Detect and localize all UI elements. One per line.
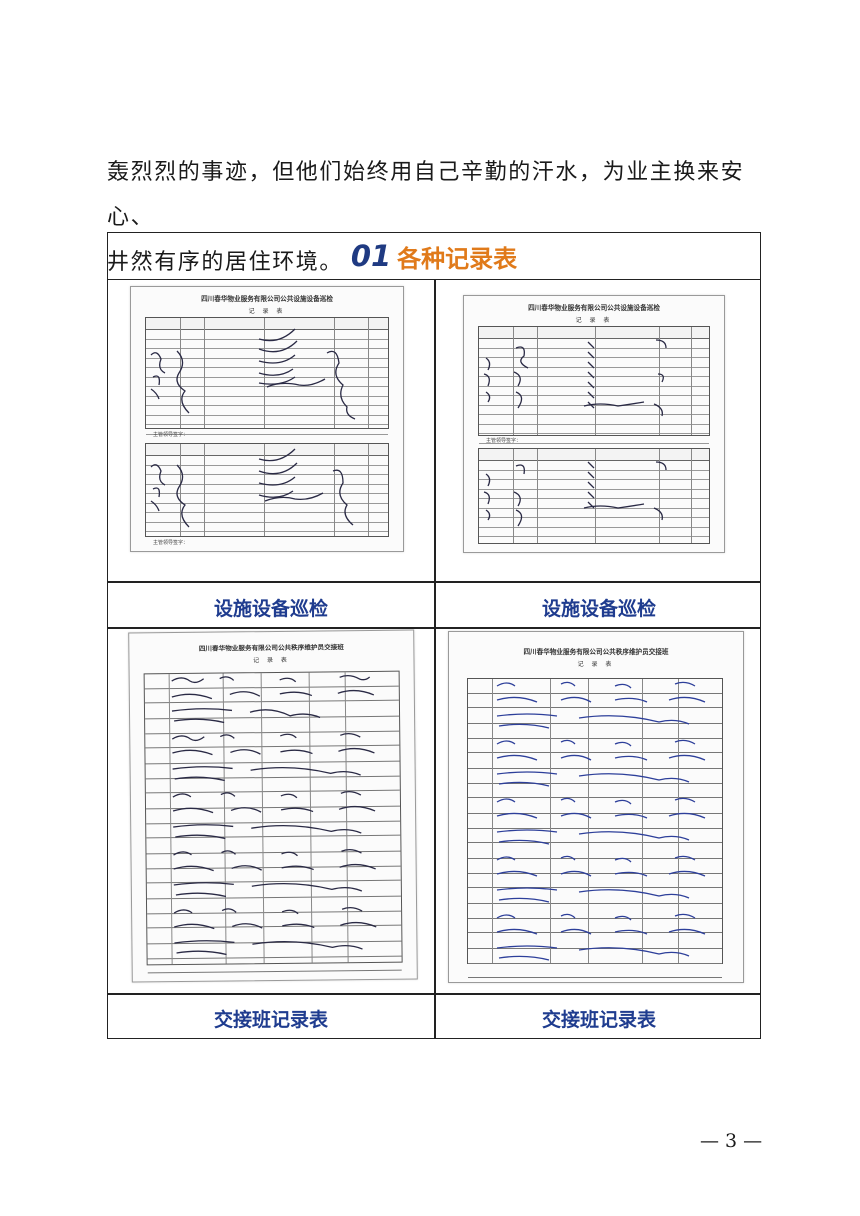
- page-number: — 3 —: [700, 1130, 763, 1152]
- doc-title: 四川春华物业服务有限公司公共设施设备巡检: [528, 304, 660, 312]
- row-divider: [108, 993, 760, 995]
- doc-title: 四川春华物业服务有限公司公共秩序维护员交接班: [523, 648, 669, 656]
- handwriting-marks: [171, 674, 377, 956]
- doc-title: 四川春华物业服务有限公司公共设施设备巡检: [201, 295, 333, 303]
- handwriting-marks: [496, 681, 706, 961]
- column-divider: [434, 279, 436, 1039]
- intro-line-2: 井然有序的居住环境。: [107, 250, 344, 275]
- handwriting-marks: [483, 339, 667, 527]
- form-table: [478, 448, 710, 544]
- form-table: [145, 317, 389, 435]
- form-table: [467, 678, 723, 978]
- handover-record-photo-2: 四川春华物业服务有限公司公共秩序维护员交接班 记 录 表: [448, 631, 744, 983]
- manager-signature-label: 主管领导签字：: [153, 540, 189, 546]
- doc-subtitle: 记 录 表: [248, 308, 286, 315]
- caption-inspection-2: 设施设备巡检: [541, 598, 656, 620]
- caption-handover-2: 交接班记录表: [541, 1009, 656, 1031]
- inspection-record-photo-2: 四川春华物业服务有限公司公共设施设备巡检 记 录 表 主管领导签字：: [463, 295, 725, 553]
- section-title: 各种记录表: [397, 244, 518, 273]
- handover-record-photo-1: 四川春华物业服务有限公司公共秩序维护员交接班 记 录 表: [128, 629, 418, 983]
- manager-signature-label: 主管领导签字：: [153, 432, 189, 438]
- doc-subtitle: 记 录 表: [577, 661, 615, 668]
- section-number: 01: [350, 239, 392, 273]
- records-table: 01 各种记录表 四川春华物业服务有限公司公共设施设备巡检 记 录 表 主管领导…: [107, 232, 761, 1039]
- handwriting-marks: [150, 328, 356, 528]
- inspection-record-photo-1: 四川春华物业服务有限公司公共设施设备巡检 记 录 表 主管领导签字： 主管领导签…: [130, 286, 404, 552]
- intro-line-1: 轰烈烈的事迹，但他们始终用自己辛勤的汗水，为业主换来安心、: [107, 160, 745, 230]
- manager-signature-label: 主管领导签字：: [486, 438, 522, 444]
- doc-subtitle: 记 录 表: [575, 317, 613, 324]
- caption-inspection-1: 设施设备巡检: [213, 598, 328, 620]
- caption-handover-1: 交接班记录表: [213, 1009, 328, 1031]
- row-divider: [108, 581, 760, 583]
- section-header: 01 各种记录表: [108, 233, 760, 280]
- row-divider: [108, 627, 760, 629]
- intro-paragraph: 轰烈烈的事迹，但他们始终用自己辛勤的汗水，为业主换来安心、 井然有序的居住环境。: [107, 150, 767, 285]
- form-table: [478, 326, 710, 444]
